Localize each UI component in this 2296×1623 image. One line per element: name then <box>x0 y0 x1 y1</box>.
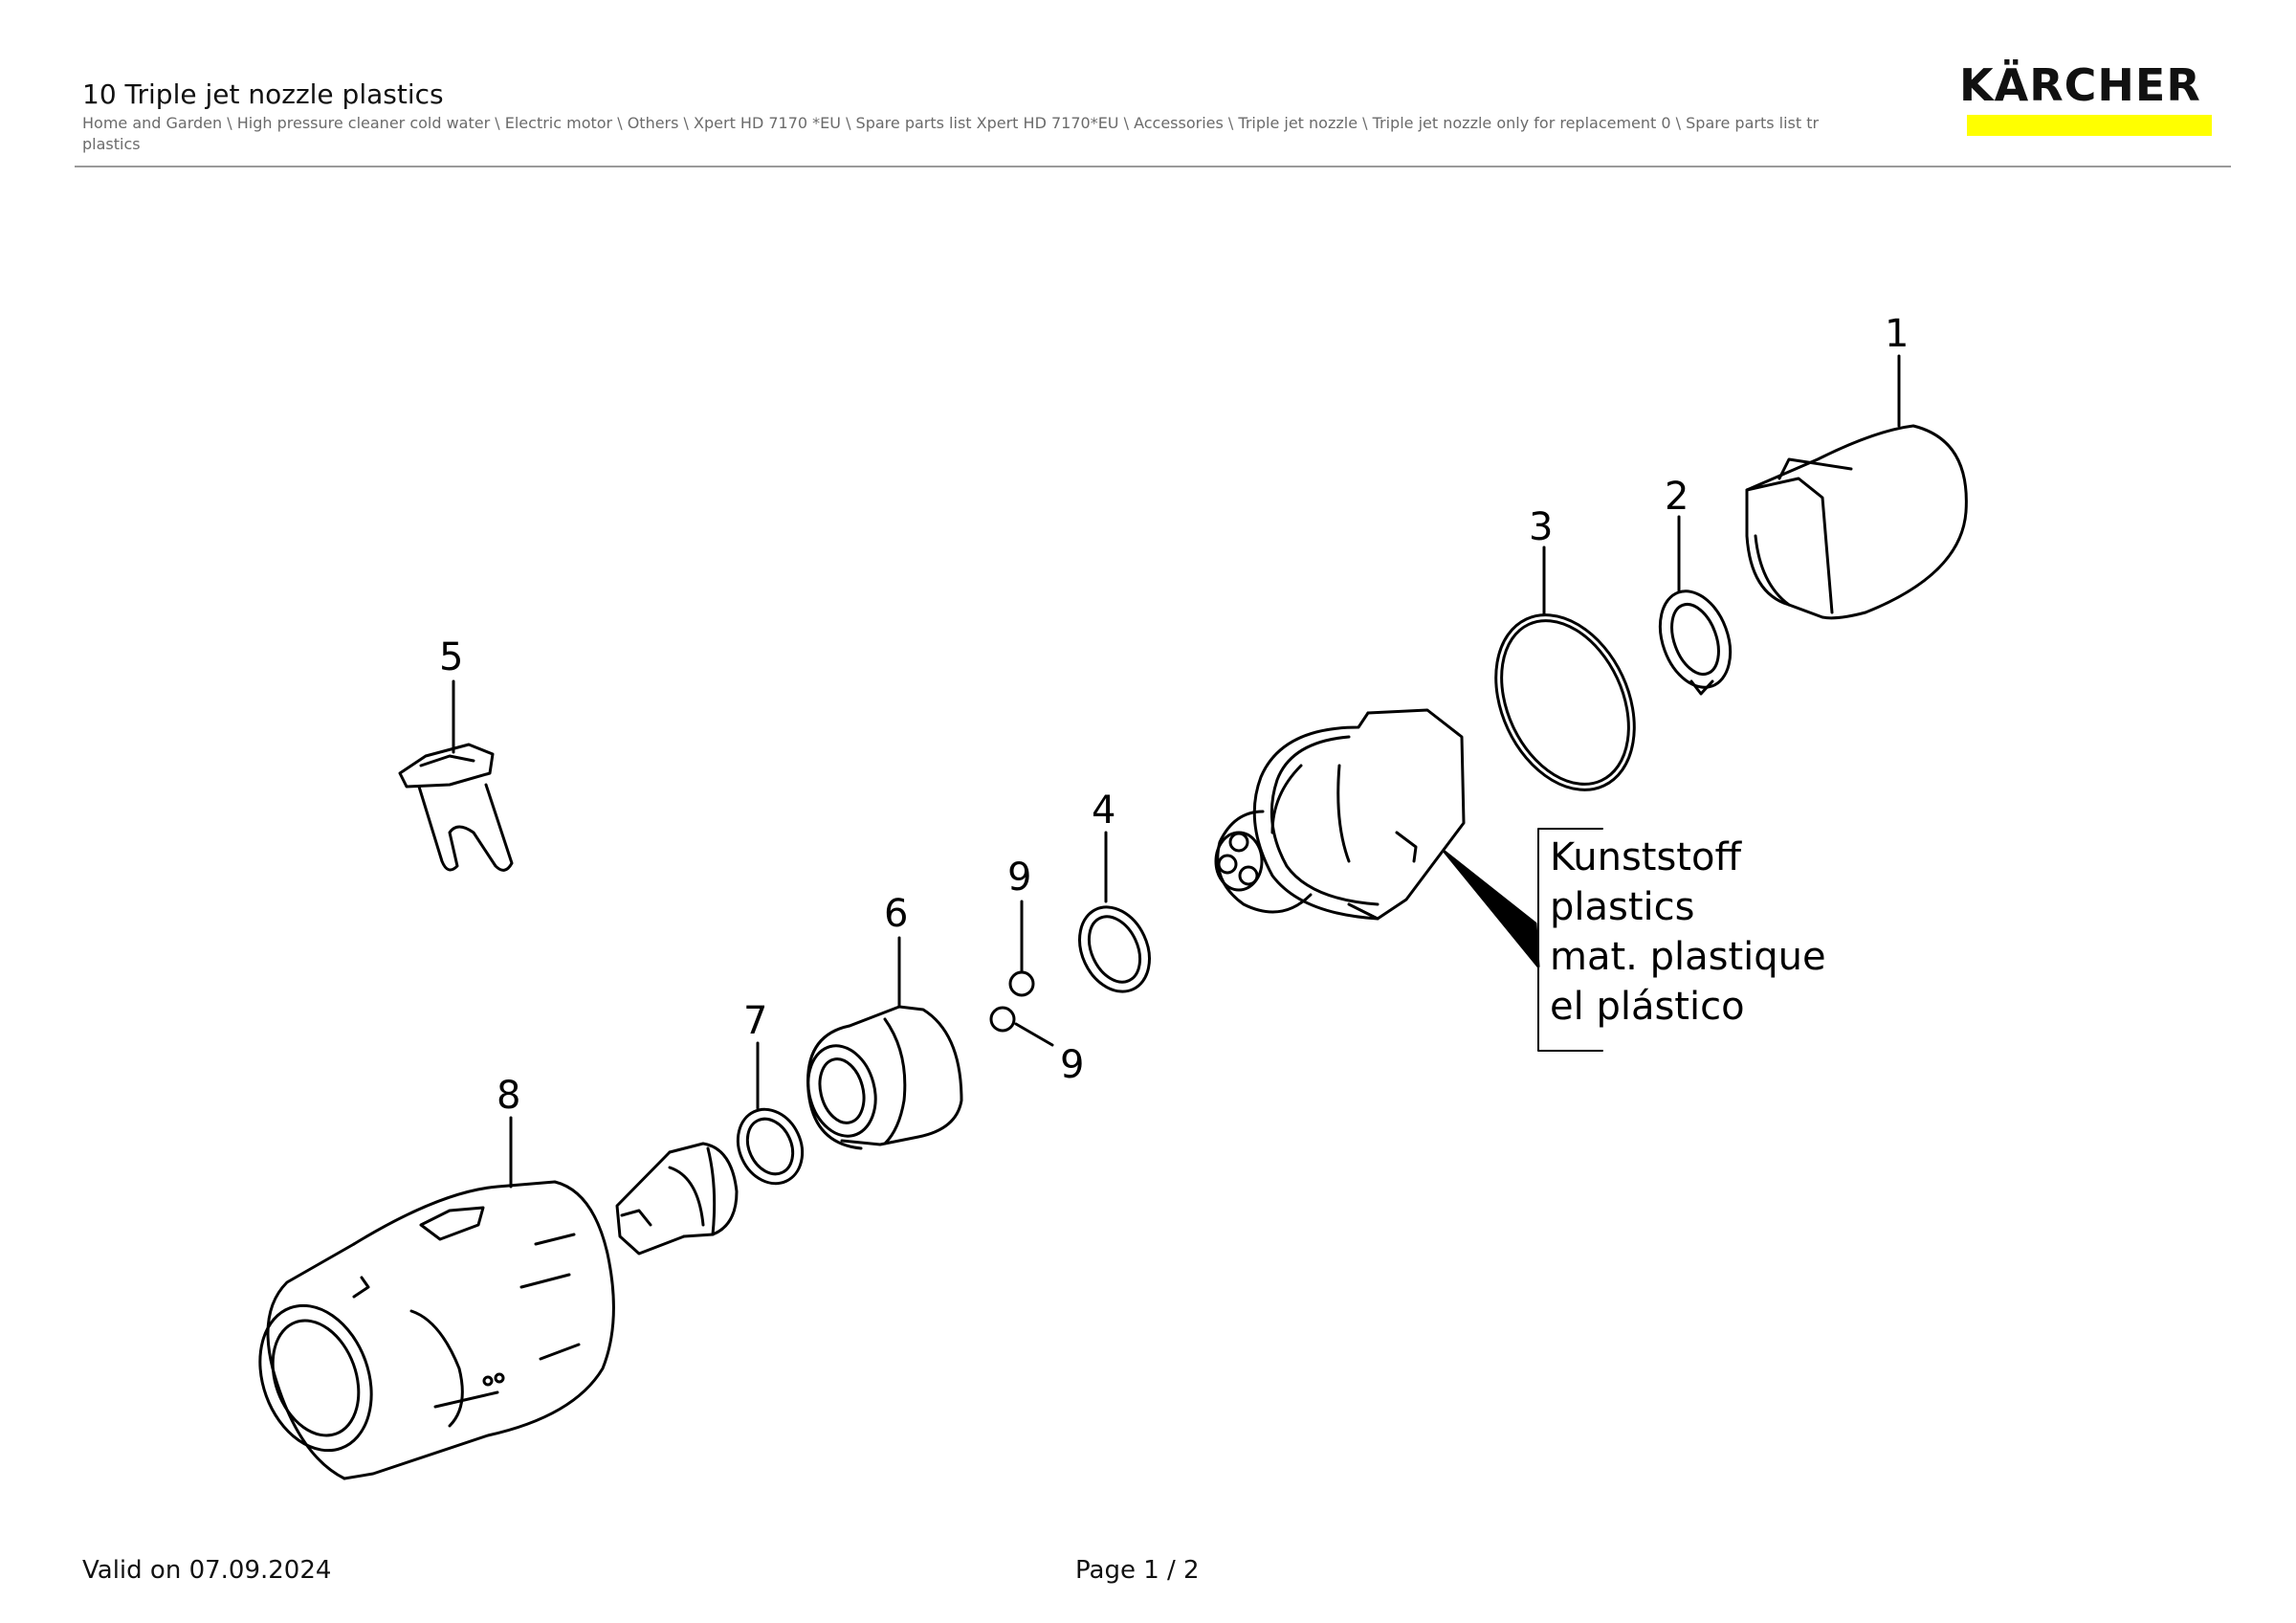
part-7-oring <box>736 1107 805 1186</box>
part-1-cap <box>1745 424 1968 620</box>
header-divider <box>75 166 2231 167</box>
callout-line-es: el plástico <box>1550 985 1745 1029</box>
breadcrumb: Home and Garden \ High pressure cleaner … <box>82 113 2235 155</box>
part-label-9-upper: 9 <box>1007 856 1031 900</box>
part-label-5: 5 <box>439 635 463 679</box>
leader-9-lower <box>1014 1022 1054 1047</box>
page-number: Page 1 / 2 <box>1075 1556 1200 1585</box>
callout-line-de: Kunststoff <box>1550 835 1742 879</box>
part-3-inner-edge <box>1500 619 1630 786</box>
material-callout: Kunststoff plastics mat. plastique el pl… <box>1550 833 1826 1032</box>
callout-line-fr: mat. plastique <box>1550 935 1826 979</box>
callout-bracket <box>1537 828 1603 1052</box>
part-label-3: 3 <box>1529 505 1553 549</box>
part-label-6: 6 <box>884 892 908 936</box>
part-label-4: 4 <box>1092 789 1115 833</box>
part-9-ball-upper <box>1008 970 1035 997</box>
valid-date: Valid on 07.09.2024 <box>82 1556 332 1585</box>
part-label-7: 7 <box>743 999 767 1043</box>
part-4-oring <box>1078 905 1151 993</box>
part-label-9-lower: 9 <box>1060 1043 1084 1087</box>
breadcrumb-highlight <box>1967 115 2212 136</box>
part-9-ball-lower <box>989 1006 1016 1033</box>
karcher-logo: KÄRCHER <box>1959 59 2201 111</box>
part-8-housing <box>258 1180 615 1480</box>
part-4-inner-edge <box>1087 915 1142 984</box>
part-6-sleeve <box>806 1005 963 1150</box>
part-label-8: 8 <box>497 1074 520 1118</box>
nozzle-insert <box>615 1142 739 1256</box>
part-2-clip <box>1658 589 1733 696</box>
callout-pointer <box>1443 850 1540 968</box>
part-5-fork-clip <box>398 743 514 872</box>
callout-line-en: plastics <box>1550 885 1695 929</box>
breadcrumb-line2: plastics <box>82 135 141 153</box>
page-title: 10 Triple jet nozzle plastics <box>82 78 444 110</box>
breadcrumb-path: Home and Garden \ High pressure cleaner … <box>82 114 1820 132</box>
part-label-1: 1 <box>1885 312 1909 356</box>
part-3-large-oring <box>1494 613 1636 791</box>
nozzle-body <box>1214 708 1466 921</box>
part-7-inner-edge <box>745 1117 795 1176</box>
part-label-2: 2 <box>1665 475 1689 519</box>
